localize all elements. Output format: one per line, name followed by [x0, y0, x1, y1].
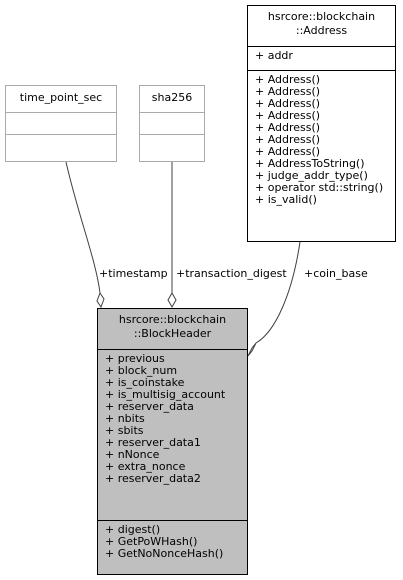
- attributes-section: [6, 112, 116, 134]
- method: + digest(): [105, 523, 161, 536]
- class-name: hsrcore::blockchain ::BlockHeader: [98, 309, 247, 349]
- methods-section: [140, 134, 204, 160]
- attributes-section: + addr: [248, 46, 395, 70]
- attribute: + is_coinstake: [105, 376, 185, 389]
- attribute: + reserver_data1: [105, 436, 201, 449]
- class-address[interactable]: hsrcore::blockchain ::Address + addr + A…: [247, 5, 396, 242]
- class-name-line2: ::Address: [295, 24, 348, 37]
- attribute: + block_num: [105, 364, 178, 377]
- class-name: hsrcore::blockchain ::Address: [248, 6, 395, 46]
- attribute: + addr: [255, 49, 293, 62]
- method: + Address(): [255, 85, 321, 98]
- method: + judge_addr_type(): [255, 169, 368, 182]
- attribute: + sbits: [105, 424, 144, 437]
- method: + is_valid(): [255, 193, 317, 206]
- edge-timestamp: [65, 161, 101, 294]
- method: + Address(): [255, 109, 321, 122]
- edge-label-transaction-digest: +transaction_digest: [176, 267, 287, 280]
- method: + Address(): [255, 121, 321, 134]
- class-name-line2: ::BlockHeader: [133, 327, 212, 340]
- attribute: + nNonce: [105, 448, 160, 461]
- method: + operator std::string(): [255, 181, 384, 194]
- attribute: + is_multisig_account: [105, 388, 226, 401]
- method: + Address(): [255, 145, 321, 158]
- edge-label-timestamp: +timestamp: [99, 267, 168, 280]
- diamond-transaction-digest-icon: [167, 291, 177, 309]
- attribute: + reserver_data2: [105, 472, 201, 485]
- class-name-line1: hsrcore::blockchain: [118, 313, 227, 326]
- class-sha256[interactable]: sha256: [139, 85, 205, 162]
- method: + Address(): [255, 97, 321, 110]
- methods-section: + Address() + Address() + Address() + Ad…: [248, 70, 395, 206]
- class-time-point-sec[interactable]: time_point_sec: [5, 85, 117, 162]
- method: + AddressToString(): [255, 157, 365, 170]
- attribute: + nbits: [105, 412, 145, 425]
- attributes-section: + previous + block_num + is_coinstake + …: [98, 349, 247, 520]
- attribute: + previous: [105, 352, 165, 365]
- diamond-coin-base-icon: [247, 342, 257, 357]
- attributes-section: [140, 112, 204, 134]
- diamond-timestamp-icon: [96, 291, 105, 309]
- methods-section: + digest() + GetPoWHash() + GetNoNonceHa…: [98, 520, 247, 560]
- class-name: sha256: [151, 91, 193, 104]
- methods-section: [6, 134, 116, 160]
- method: + GetPoWHash(): [105, 535, 198, 548]
- method: + Address(): [255, 73, 321, 86]
- method: + GetNoNonceHash(): [105, 547, 224, 560]
- edge-label-coin-base: +coin_base: [304, 267, 368, 280]
- method: + Address(): [255, 133, 321, 146]
- class-name: time_point_sec: [19, 91, 103, 104]
- edge-coin-base: [255, 241, 301, 344]
- class-name-line1: hsrcore::blockchain: [267, 10, 376, 23]
- attribute: + extra_nonce: [105, 460, 186, 473]
- class-block-header[interactable]: hsrcore::blockchain ::BlockHeader + prev…: [97, 308, 248, 575]
- attribute: + reserver_data: [105, 400, 194, 413]
